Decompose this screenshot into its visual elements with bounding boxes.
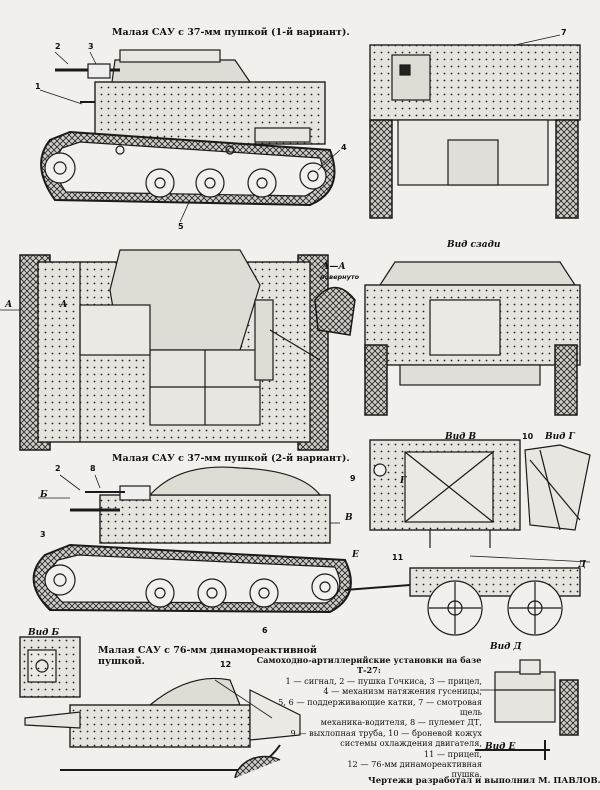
callout-7: 7 — [561, 28, 567, 37]
legend-line: 4 — механизм натяжения гусеницы, — [323, 686, 482, 697]
caption-variant3-line2: пушкой. — [98, 656, 145, 667]
callout-3b: 3 — [40, 530, 46, 539]
legend-line: 5, 6 — поддерживающие катки, 7 — смотров… — [278, 696, 482, 718]
callout-9: 9 — [350, 474, 356, 483]
legend-line: пушка. — [451, 769, 483, 780]
view-label-rear: Вид сзади — [447, 240, 501, 250]
callout-3: 3 — [88, 42, 94, 51]
view-label-b: Вид Б — [28, 628, 60, 638]
view-mark-d: Д — [578, 560, 587, 570]
legend-line: 12 — 76-мм динамореактивная — [347, 759, 482, 770]
callout-10: 10 — [522, 432, 534, 441]
view-label-g: Вид Г — [545, 432, 575, 442]
legend-line: 9 — выхлопная труба, 10 — броневой кожух — [290, 727, 482, 738]
view-mark-g: Г — [400, 476, 407, 486]
view-label-e: Вид Е — [485, 742, 516, 752]
front-view-variant1 — [369, 34, 581, 219]
callout-6: 6 — [262, 626, 268, 635]
legend-line: системы охлаждения двигателя, — [340, 738, 482, 749]
view-mark-e: Е — [352, 550, 359, 560]
view-label-v: Вид В — [445, 432, 477, 442]
view-label-section-aa: А—А — [322, 262, 346, 272]
callout-2: 2 — [55, 42, 61, 51]
side-view-variant1 — [39, 49, 341, 223]
callout-1: 1 — [35, 82, 41, 91]
rear-view — [364, 261, 581, 416]
view-mark-v: В — [345, 513, 353, 523]
author-credit: Чертежи разработал и выполнил М. ПАВЛОВ. — [368, 776, 600, 786]
view-b-g — [369, 439, 591, 548]
trailer — [344, 555, 591, 636]
legend-line: 1 — сигнал, 2 — пушка Гочкиса, 3 — прице… — [285, 675, 482, 686]
section-mark-a-right: А — [60, 300, 68, 310]
view-label-d: Вид Д — [490, 642, 522, 652]
side-view-variant3 — [24, 677, 301, 779]
callout-2b: 2 — [55, 464, 61, 473]
top-view-variant1 — [0, 249, 356, 451]
section-mark-a-left: А — [5, 300, 13, 310]
caption-variant3-line1: Малая САУ с 76-мм динамореактивной — [98, 645, 317, 656]
legend-block: Самоходно-артиллерийские установки на ба… — [256, 655, 482, 780]
callout-8: 8 — [90, 464, 96, 473]
legend-title: Самоходно-артиллерийские установки на ба… — [256, 655, 482, 676]
side-view-variant2 — [32, 466, 352, 614]
view-label-section-aa-sub: повернуто — [320, 273, 360, 281]
view-d-e — [475, 659, 579, 760]
callout-5: 5 — [178, 222, 184, 231]
caption-variant2: Малая САУ с 37-мм пушкой (2-й вариант). — [112, 453, 350, 464]
legend-line: 11 — прицеп, — [423, 748, 482, 759]
callout-12: 12 — [220, 660, 232, 669]
view-mark-b: Б — [40, 490, 48, 500]
caption-variant1: Малая САУ с 37-мм пушкой (1-й вариант). — [112, 27, 350, 38]
callout-11: 11 — [392, 553, 404, 562]
view-b-small — [19, 636, 81, 698]
callout-4: 4 — [341, 143, 347, 152]
legend-line: механика-водителя, 8 — пулемет ДТ, — [320, 717, 482, 728]
